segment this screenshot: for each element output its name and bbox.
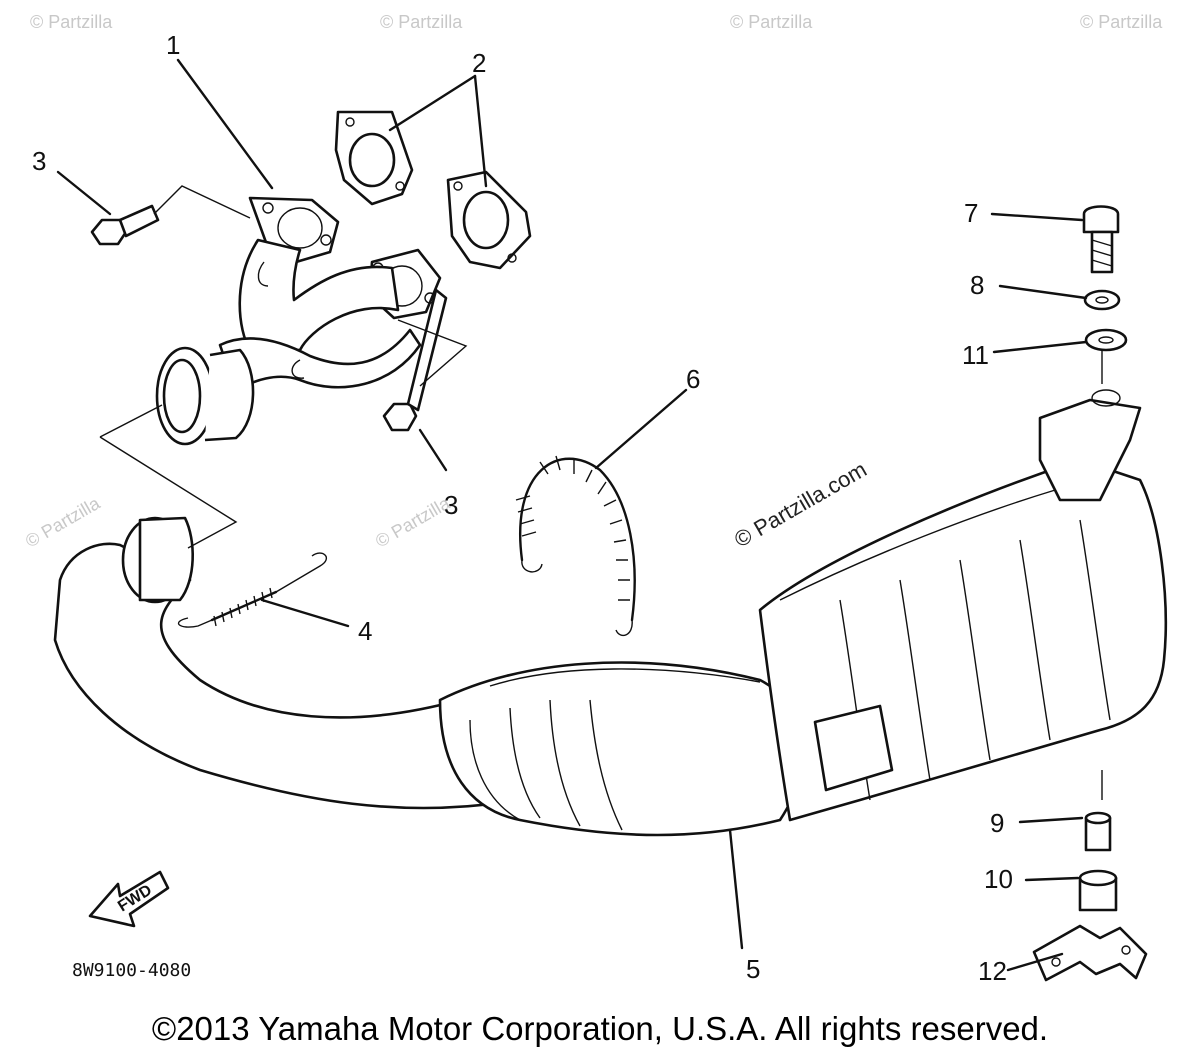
callout-3-upper: 3 bbox=[32, 146, 46, 176]
coil-spring-part bbox=[515, 455, 636, 637]
callout-9: 9 bbox=[990, 808, 1004, 838]
callout-11: 11 bbox=[962, 340, 989, 370]
callout-2: 2 bbox=[472, 48, 486, 78]
callout-12: 12 bbox=[978, 956, 1007, 986]
lock-washer-part bbox=[1083, 289, 1121, 311]
watermark-2: © Partzilla bbox=[380, 12, 463, 32]
spring-part bbox=[177, 552, 327, 628]
bracket-part bbox=[1032, 924, 1148, 982]
bolt-part bbox=[90, 204, 448, 432]
diagram-part-code: 8W9100-4080 bbox=[72, 960, 191, 981]
watermark-3: © Partzilla bbox=[730, 12, 813, 32]
callout-7: 7 bbox=[964, 198, 978, 228]
exhaust-manifold-part bbox=[155, 196, 442, 446]
callout-4: 4 bbox=[358, 616, 372, 646]
washer-part bbox=[1084, 328, 1128, 352]
leader-lines bbox=[56, 58, 1088, 972]
copyright-notice: ©2013 Yamaha Motor Corporation, U.S.A. A… bbox=[151, 1010, 1049, 1047]
collar-part bbox=[1084, 811, 1112, 852]
callout-6: 6 bbox=[686, 364, 700, 394]
grommet-part bbox=[1078, 869, 1118, 912]
muffler-part bbox=[53, 389, 1168, 837]
callout-8: 8 bbox=[970, 270, 984, 300]
muffler-bolt-part bbox=[1082, 205, 1120, 274]
watermark-main: © Partzilla.com bbox=[730, 457, 871, 553]
forward-direction-arrow: FWD bbox=[88, 870, 170, 928]
watermark-5: © Partzilla bbox=[22, 493, 104, 552]
callout-1: 1 bbox=[166, 30, 180, 60]
callout-10: 10 bbox=[984, 864, 1013, 894]
watermark-4: © Partzilla bbox=[1080, 12, 1163, 32]
watermark-group: © Partzilla © Partzilla © Partzilla © Pa… bbox=[22, 12, 1163, 551]
watermark-6: © Partzilla bbox=[372, 493, 454, 552]
callout-5: 5 bbox=[746, 954, 760, 984]
assembly-guide-lines bbox=[99, 185, 1103, 800]
watermark-1: © Partzilla bbox=[30, 12, 113, 32]
gasket-part bbox=[334, 110, 532, 270]
callout-3-lower: 3 bbox=[444, 490, 458, 520]
